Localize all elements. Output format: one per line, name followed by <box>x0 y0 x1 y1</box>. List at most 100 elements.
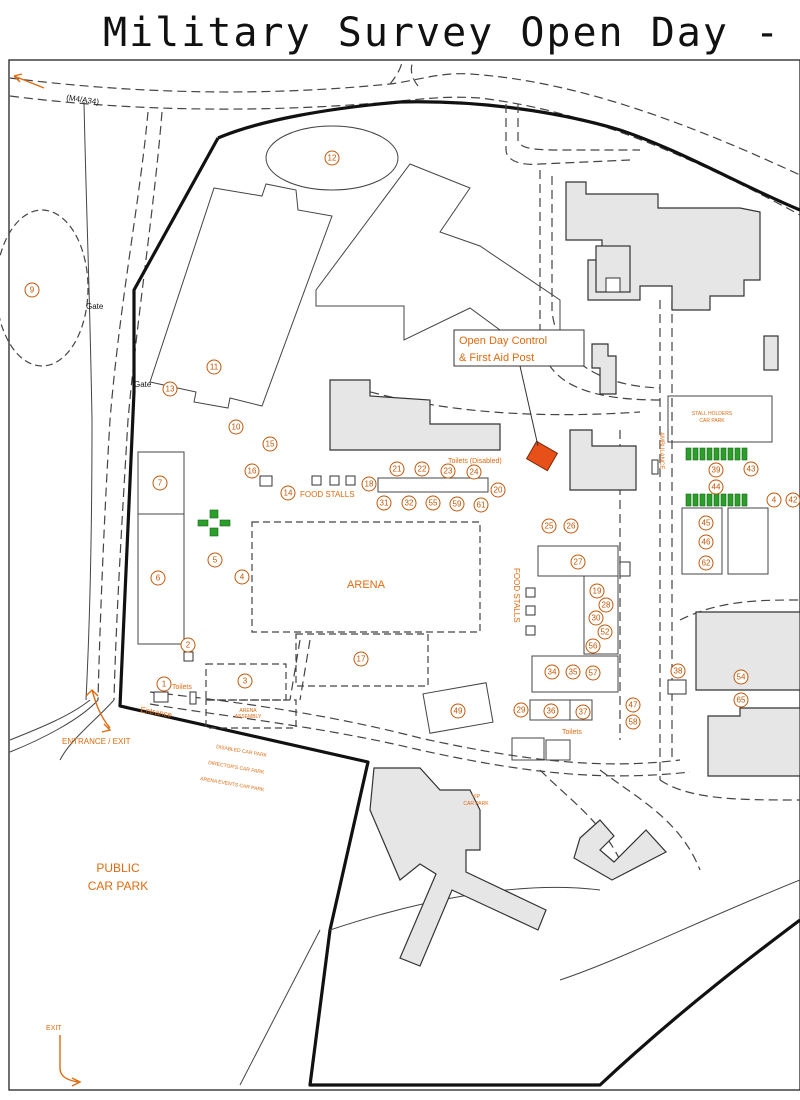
control-post <box>525 440 559 472</box>
marker-circle <box>785 492 800 508</box>
marker-number: 13 <box>166 385 175 394</box>
marker-number: 26 <box>567 522 576 531</box>
marker-43: 43 <box>743 461 759 477</box>
marker-circle <box>280 485 296 501</box>
building-11 <box>149 183 333 409</box>
marker-circle <box>228 419 244 435</box>
marker-14: 14 <box>280 485 296 501</box>
marker-number: 42 <box>789 496 798 505</box>
marker-28: 28 <box>598 597 614 613</box>
marker-46: 46 <box>698 534 714 550</box>
marker-circle <box>733 692 749 708</box>
marker-34: 34 <box>544 664 560 680</box>
marker-circle <box>698 555 714 571</box>
marker-number: 1 <box>162 680 167 689</box>
marker-circle <box>466 464 482 480</box>
arena-assembly-label-2: ASSEMBLY <box>235 714 262 720</box>
marker-circle <box>401 495 417 511</box>
marker-7: 7 <box>152 475 168 491</box>
marker-31: 31 <box>376 495 392 511</box>
marker-15: 15 <box>262 436 278 452</box>
marker-number: 22 <box>418 465 427 474</box>
exit-arrow <box>59 1035 82 1087</box>
marker-circle <box>353 651 369 667</box>
marker-number: 10 <box>232 423 241 432</box>
marker-circle <box>207 552 223 568</box>
marker-circle <box>324 150 340 166</box>
marker-circle <box>162 381 178 397</box>
lower-path-east <box>559 879 800 981</box>
marker-circle <box>24 282 40 298</box>
gate-label-1: Gate <box>86 302 104 311</box>
marker-circle <box>473 497 489 513</box>
marker-number: 16 <box>248 467 257 476</box>
marker-6: 6 <box>150 570 166 586</box>
food-stalls-label: FOOD STALLS <box>300 490 355 499</box>
marker-number: 34 <box>548 668 557 677</box>
marker-number: 62 <box>702 559 711 568</box>
marker-circle <box>698 515 714 531</box>
marker-number: 55 <box>429 499 438 508</box>
marker-27: 27 <box>570 554 586 570</box>
marker-1: 1 <box>156 676 172 692</box>
arena-assembly-area <box>205 699 297 729</box>
marker-26: 26 <box>563 518 579 534</box>
marker-circle <box>570 554 586 570</box>
marker-number: 46 <box>702 538 711 547</box>
marker-circle <box>766 492 782 508</box>
marker-25: 25 <box>541 518 557 534</box>
marker-number: 47 <box>629 701 638 710</box>
marker-2: 2 <box>180 637 196 653</box>
marker-59: 59 <box>449 496 465 512</box>
marker-12: 12 <box>324 150 340 166</box>
main-road <box>9 59 800 216</box>
marker-circle <box>206 359 222 375</box>
marker-circle <box>708 479 724 495</box>
marker-number: 4 <box>772 496 777 505</box>
exit-label: EXIT <box>46 1025 62 1032</box>
marker-4: 4 <box>234 569 250 585</box>
marker-4: 4 <box>766 492 782 508</box>
marker-circle <box>440 463 456 479</box>
marker-65: 65 <box>733 692 749 708</box>
marker-circle <box>698 534 714 550</box>
marker-circle <box>180 637 196 653</box>
marker-circle <box>563 518 579 534</box>
control-pointer <box>519 365 539 447</box>
marker-56: 56 <box>585 638 601 654</box>
marker-37: 37 <box>575 704 591 720</box>
marker-number: 65 <box>737 696 746 705</box>
small-stalls <box>153 459 687 705</box>
marker-number: 32 <box>405 499 414 508</box>
vip-car-park-label-1: VIP <box>472 794 481 800</box>
marker-62: 62 <box>698 555 714 571</box>
marker-17: 17 <box>353 651 369 667</box>
marker-number: 35 <box>569 668 578 677</box>
marker-circle <box>490 482 506 498</box>
marker-10: 10 <box>228 419 244 435</box>
marker-number: 17 <box>357 655 366 664</box>
marker-number: 36 <box>547 707 556 716</box>
ambulance-label: AMBULANCE <box>658 432 664 469</box>
marker-number: 61 <box>477 501 486 510</box>
marker-number: 30 <box>592 614 601 623</box>
marker-number: 3 <box>243 677 248 686</box>
marker-19: 19 <box>589 583 605 599</box>
marker-circle <box>361 476 377 492</box>
marker-number: 12 <box>328 154 337 163</box>
marker-13: 13 <box>162 381 178 397</box>
marker-36: 36 <box>543 703 559 719</box>
marker-circle <box>425 495 441 511</box>
buildings <box>329 181 800 967</box>
map-frame <box>8 59 800 1091</box>
marker-58: 58 <box>625 714 641 730</box>
marker-circle <box>589 583 605 599</box>
marker-circle <box>156 676 172 692</box>
marker-47: 47 <box>625 697 641 713</box>
site-boundary-north <box>217 100 800 212</box>
marker-circle <box>244 463 260 479</box>
marker-number: 20 <box>494 486 503 495</box>
marker-24: 24 <box>466 464 482 480</box>
marker-number: 58 <box>629 718 638 727</box>
marker-number: 38 <box>674 667 683 676</box>
